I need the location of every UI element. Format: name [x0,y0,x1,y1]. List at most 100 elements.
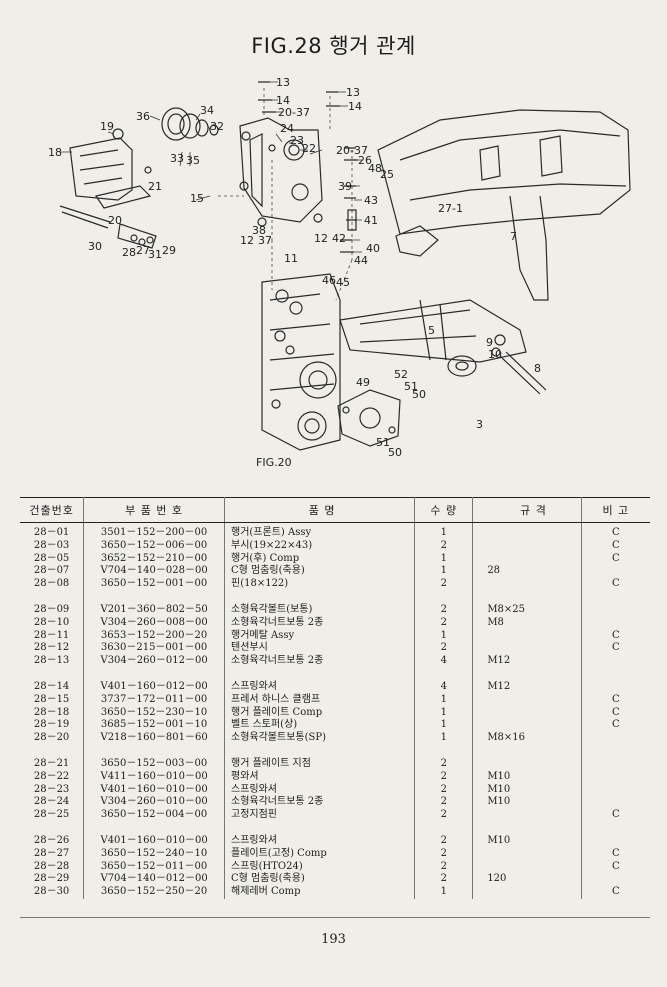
cell-remark [581,732,650,745]
cell-remark [581,796,650,809]
cell-remark: C [611,706,620,718]
cell-part: 3737－172－011－00 [83,693,225,707]
cell-no: 28－09 [20,603,85,617]
cell-name: 플레이트(고정) Comp [224,847,416,861]
cell-name: 행거 플레이트 지점 [224,757,416,771]
leader-lines [60,81,362,253]
cell-no: 28－20 [20,732,85,745]
page-title: FIG.28 행거 관계 [251,34,416,58]
cell-spec: M8×16 [472,732,582,745]
cell-remark: C [611,847,620,859]
spacer-cell [414,667,474,681]
spacer-cell [83,590,225,604]
cell-part: V304－260－012－00 [83,655,225,668]
cell-spec: M12 [472,655,582,668]
cell-name: 소형육각너트보통 2종 [224,796,416,810]
cell-remark: C [611,552,620,564]
spacer-cell [472,821,582,835]
header-part: 부 품 번 호 [83,497,225,523]
cell-name: 해제레버 Comp [224,886,416,899]
cell-name: 부시(19×22×43) [224,539,416,553]
cell-remark: C [611,809,620,821]
cell-spec [472,886,582,899]
cell-remark [581,771,650,784]
label-23: 23 [290,134,304,147]
cell-name: C형 멈춤링(축용) [224,873,416,887]
cell-remark [581,617,650,630]
cell-qty: 1 [414,565,474,579]
cell-spec: M10 [472,796,582,810]
label-44: 44 [354,254,368,267]
cell-name: 행거메탈 Assy [224,629,416,643]
cell-part: 3650－152－003－00 [83,757,225,771]
label-12a: 12 [240,234,254,247]
cell-part: 3650－152－011－00 [83,860,225,874]
label-20: 20 [108,214,122,227]
cell-no: 28－01 [20,522,85,540]
sub-figure-label: FIG.20 [256,456,292,469]
cell-no: 28－26 [20,834,85,848]
label-14a: 14 [276,94,290,107]
cell-spec [472,757,582,771]
cell-part: 3653－152－200－20 [83,629,225,643]
axle-tube [339,299,547,395]
label-14b: 14 [348,100,362,113]
spacer-cell [581,591,650,604]
cell-no: 28－29 [20,873,85,887]
label-7: 7 [510,230,517,243]
cell-remark [581,758,650,771]
cell-name: 스프링와셔 [224,680,416,694]
label-43: 43 [364,194,378,207]
label-38: 38 [252,224,266,237]
cell-no: 28－21 [20,757,85,771]
cell-remark: C [611,860,620,872]
spacer-cell [414,821,474,835]
spacer-cell [83,667,225,681]
cell-name: 프레서 하니스 클램프 [224,693,416,707]
label-37: 37 [258,234,272,247]
label-48: 48 [368,162,382,175]
table-header-row: 건출번호 부 품 번 호 품 명 수 량 규 격 비 고 [20,497,650,523]
cell-qty: 1 [414,886,474,899]
label-22: 22 [302,142,316,155]
label-50b: 50 [388,446,402,459]
frame [377,109,631,301]
cell-name: 벨트 스토퍼(상) [224,719,416,733]
spacer-cell [472,667,582,681]
table-bottom-rule [20,917,650,918]
label-20-37b: 20-37 [336,144,368,157]
cell-name: 핀(18×122) [224,578,416,591]
cell-qty: 1 [414,522,474,540]
cell-spec: M8×25 [472,603,582,617]
cell-no: 28－13 [20,655,85,668]
cell-name: 행거(후) Comp [224,552,416,566]
cell-no: 28－14 [20,680,85,694]
main-case [261,273,341,451]
cell-no: 28－18 [20,706,85,720]
spacer-cell [224,590,416,604]
label-41: 41 [364,214,378,227]
label-3: 3 [476,418,483,431]
cell-remark: C [611,693,620,705]
cell-part: V201－360－802－50 [83,603,225,617]
cell-qty: 2 [414,847,474,861]
cell-part: 3650－152－001－00 [83,578,225,591]
cell-qty: 1 [414,706,474,720]
cell-spec [472,629,582,643]
cell-qty: 1 [414,629,474,643]
cell-name: 소형육각볼트(보통) [224,603,416,617]
spacer-cell [472,590,582,604]
label-40: 40 [366,242,380,255]
label-28: 28 [122,246,136,259]
cell-qty: 2 [414,539,474,553]
